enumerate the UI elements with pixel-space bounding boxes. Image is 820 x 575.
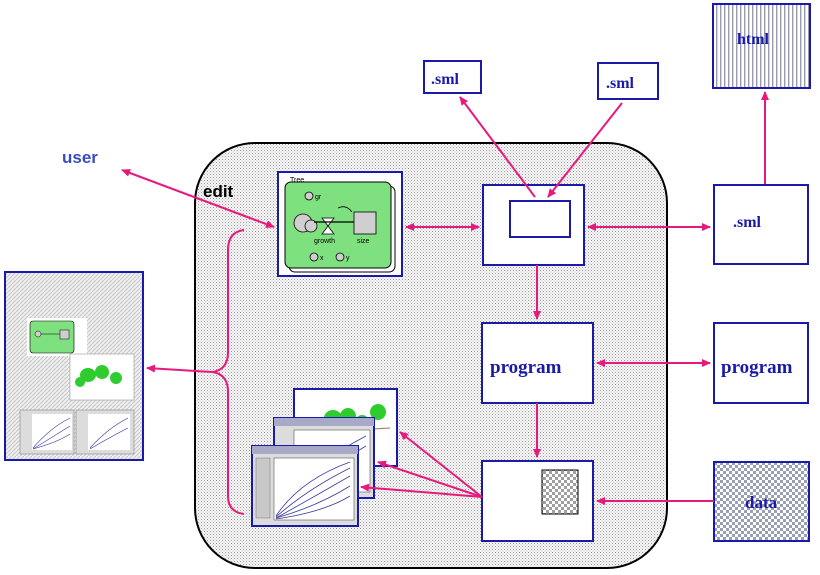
program-right-label: program xyxy=(721,357,793,378)
y-node xyxy=(335,252,345,262)
program-center-label: program xyxy=(490,357,562,378)
editor-inner-box xyxy=(509,200,571,238)
sml-file-right: .sml xyxy=(713,184,809,265)
edit-label: edit xyxy=(203,182,234,201)
program-box-center: program xyxy=(481,322,594,404)
size-label: size xyxy=(357,238,370,245)
sml-right-label: .sml xyxy=(733,214,762,231)
program-box-right: program xyxy=(713,322,809,404)
size-stock xyxy=(353,211,377,235)
sml-top-left-label: .sml xyxy=(431,71,460,88)
growth-label: growth xyxy=(314,238,335,245)
y-label: y xyxy=(346,255,350,262)
published-page-preview xyxy=(4,271,144,461)
arrow-user-model xyxy=(121,169,275,228)
data-box: data xyxy=(713,461,810,542)
html-label: html xyxy=(737,31,770,48)
gr-node xyxy=(304,191,314,201)
x-node xyxy=(309,252,319,262)
arrow-publish-page xyxy=(146,364,213,373)
tree-title: Tree xyxy=(290,177,304,184)
output-windows-stack xyxy=(251,388,398,527)
model-diagram-box: Tree gr growth size x y xyxy=(277,171,403,277)
data-label: data xyxy=(745,493,778,512)
sml-file-top-left: .sml xyxy=(423,60,482,94)
html-output-box: html xyxy=(712,3,811,89)
x-label: x xyxy=(320,255,324,262)
sml-file-top-right: .sml xyxy=(597,62,659,100)
arrows xyxy=(121,91,769,505)
arrow-output-window-1 xyxy=(399,431,483,498)
plot-window-front xyxy=(251,445,359,527)
arrow-sml-top-right-editor xyxy=(547,102,623,198)
arrow-output-window-3 xyxy=(360,483,483,498)
gr-label: gr xyxy=(315,194,322,201)
sml-top-right-label: .sml xyxy=(606,75,635,92)
arrow-output-window-2 xyxy=(377,460,483,498)
arrow-editor-sml-top-left xyxy=(459,96,536,198)
user-label: user xyxy=(62,148,98,167)
editor-box xyxy=(482,184,585,266)
output-checker xyxy=(541,469,579,515)
output-box xyxy=(481,460,594,542)
